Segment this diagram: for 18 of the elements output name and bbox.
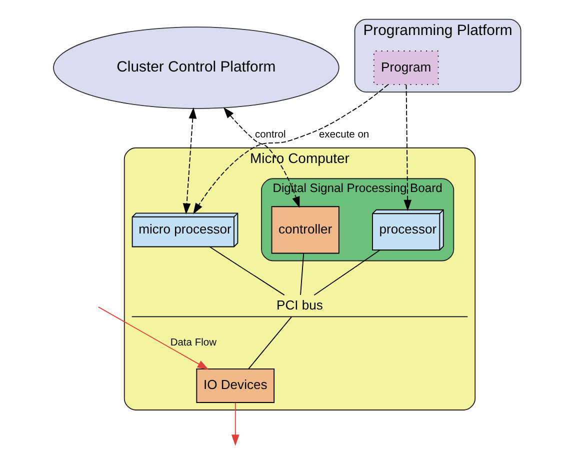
connector	[248, 316, 292, 370]
arrow	[98, 306, 209, 370]
arrow	[231, 402, 240, 446]
arrow	[182, 107, 197, 215]
edge-label: Data Flow	[170, 337, 216, 348]
arrow	[223, 107, 300, 208]
edge-label: execute on	[318, 129, 370, 140]
node-box: IO Devices	[196, 368, 275, 403]
arrow	[404, 84, 412, 212]
node-ellipse: Cluster Control Platform	[53, 26, 340, 110]
connector	[300, 253, 304, 296]
node-box: controller	[271, 206, 340, 254]
connector	[314, 250, 380, 296]
node-box: Program	[373, 50, 439, 86]
arrow	[193, 84, 388, 214]
edge-label: control	[254, 129, 286, 140]
connector	[209, 246, 285, 296]
node-text: PCI bus	[276, 297, 323, 312]
